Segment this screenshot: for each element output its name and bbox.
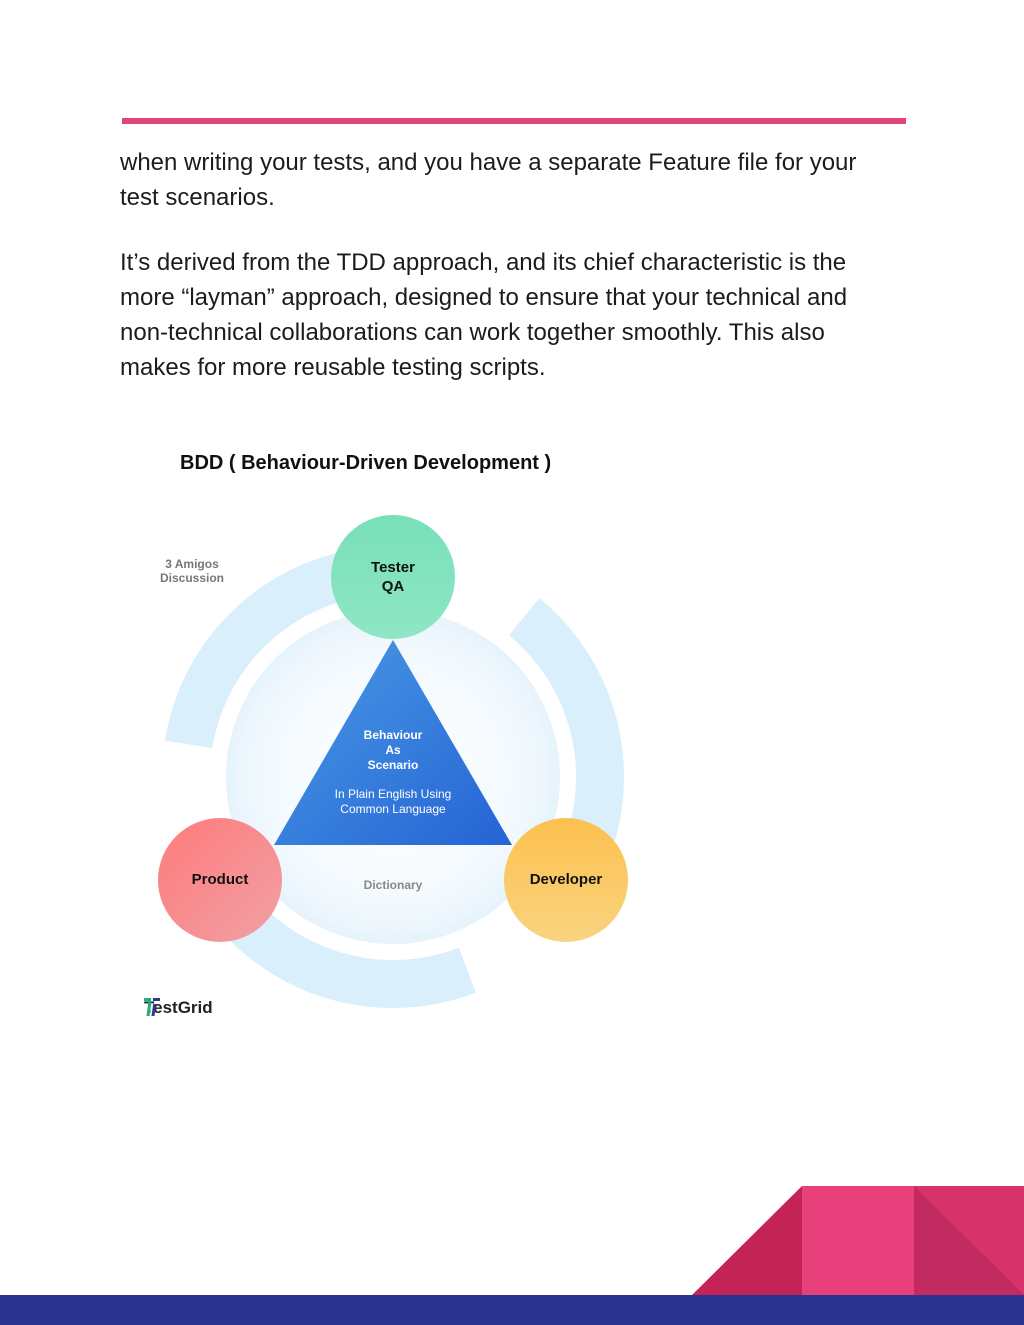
developer-node-circle xyxy=(504,818,628,942)
footer-shade-triangle xyxy=(914,1186,1024,1295)
amigos-label: 3 Amigos Discussion xyxy=(146,557,238,585)
testgrid-logo-icon xyxy=(144,998,160,1016)
top-accent-rule xyxy=(122,118,906,124)
testgrid-logo-text: TestGrid xyxy=(144,998,213,1017)
triangle-subtitle: In Plain English Using Common Language xyxy=(334,787,452,816)
tester-node-circle xyxy=(331,515,455,639)
dictionary-label: Dictionary xyxy=(363,878,423,892)
scenario-triangle xyxy=(274,640,512,845)
product-label: Product xyxy=(191,871,249,888)
developer-label: Developer xyxy=(529,871,603,888)
footer-pink-block xyxy=(802,1186,914,1295)
body-paragraph-2: It’s derived from the TDD approach, and … xyxy=(120,249,848,381)
diagram-title: BDD ( Behaviour-Driven Development ) xyxy=(180,452,552,474)
triangle-title: Behaviour As Scenario xyxy=(363,728,423,772)
footer-navy-bar xyxy=(0,1295,1024,1325)
product-node-circle xyxy=(158,818,282,942)
tester-qa-label: Tester QA xyxy=(371,559,415,595)
bdd-diagram: BDD ( Behaviour-Driven Development ) 3 A… xyxy=(140,440,640,1040)
body-paragraph-1: when writing your tests, and you have a … xyxy=(120,149,857,211)
footer-corner-triangle xyxy=(692,1186,802,1295)
testgrid-logo: TestGrid xyxy=(144,998,213,1018)
amigos-label-text: 3 Amigos Discussion xyxy=(159,557,225,585)
outer-ring xyxy=(162,546,624,1008)
bdd-diagram-graphic xyxy=(158,515,628,1008)
